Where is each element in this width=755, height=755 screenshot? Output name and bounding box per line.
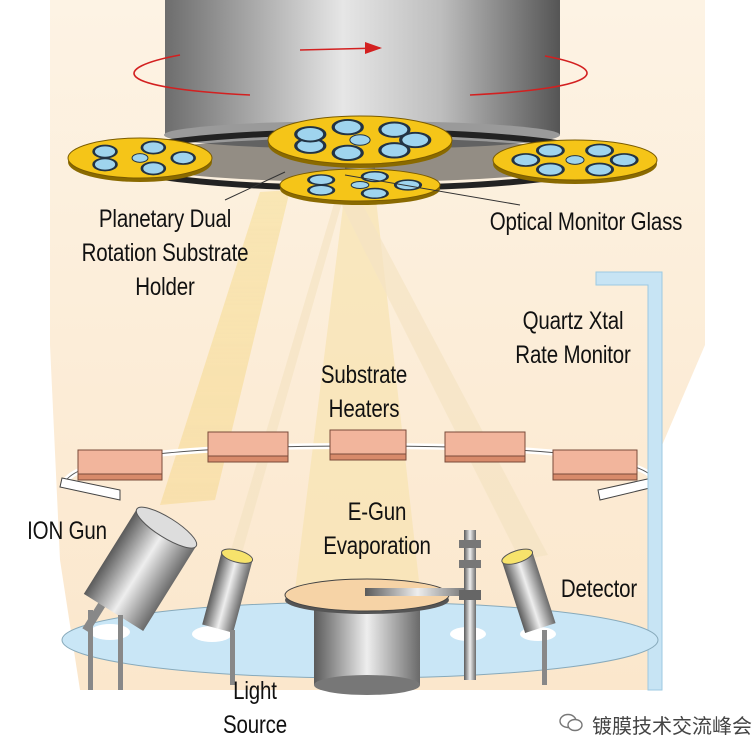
watermark-text: 镀膜技术交流峰会 [592, 714, 752, 738]
label-quartz-monitor: Quartz Xtal Rate Monitor [515, 307, 631, 369]
planet-plate [267, 115, 453, 168]
label-planetary-holder: Planetary Dual Rotation Substrate Holder [81, 205, 249, 301]
beam-cones [160, 190, 548, 590]
substrate-lens [331, 144, 364, 162]
substrate-lens [511, 153, 541, 167]
substrate-lens [585, 162, 615, 177]
substrate-heater [77, 449, 163, 481]
e-gun-crucible [284, 578, 470, 695]
substrate-lens [360, 187, 389, 199]
substrate-lens [307, 174, 336, 186]
substrate-heater [329, 429, 407, 461]
label-ion-gun: ION Gun [27, 517, 107, 545]
substrate-lens [170, 151, 196, 165]
detector [501, 548, 556, 633]
substrate-lens [307, 184, 336, 196]
substrate-lens [92, 144, 118, 159]
label-substrate-heaters: Substrate Heaters [320, 361, 408, 423]
substrate-lens [378, 142, 411, 159]
quartz-monitor-arm [595, 271, 663, 691]
label-light-source: Light Source [223, 677, 287, 739]
substrate-lens [140, 161, 167, 176]
label-detector: Detector [560, 575, 638, 603]
wechat-watermark-icon [559, 713, 583, 732]
substrate-lens [399, 131, 432, 149]
shutter-post [459, 530, 481, 680]
planet-plates [67, 115, 658, 205]
heater-ring-end-left [59, 477, 121, 501]
substrate-lens [140, 140, 167, 155]
planet-plate [67, 137, 213, 182]
substrate-lens [378, 121, 411, 138]
substrate-heaters [77, 429, 638, 481]
label-optical-monitor: Optical Monitor Glass [489, 208, 683, 236]
substrate-lens [609, 153, 639, 167]
substrate-lens [535, 143, 565, 158]
substrate-lens [585, 143, 615, 158]
substrate-lens [360, 171, 389, 183]
substrate-heater [444, 431, 526, 463]
rotation-arrow-icon [133, 54, 588, 96]
light-source [202, 548, 254, 633]
substrate-lens [331, 118, 364, 136]
substrate-lens [535, 162, 565, 177]
substrate-lens [294, 126, 327, 143]
substrate-heater [207, 431, 289, 463]
planet-plate [492, 139, 658, 184]
substrate-lens [393, 179, 423, 191]
planet-plate [279, 168, 441, 205]
substrate-lens [294, 137, 327, 154]
substrate-lens [92, 157, 118, 172]
label-egun: E-Gun Evaporation [323, 498, 431, 560]
substrate-heater [552, 449, 638, 481]
